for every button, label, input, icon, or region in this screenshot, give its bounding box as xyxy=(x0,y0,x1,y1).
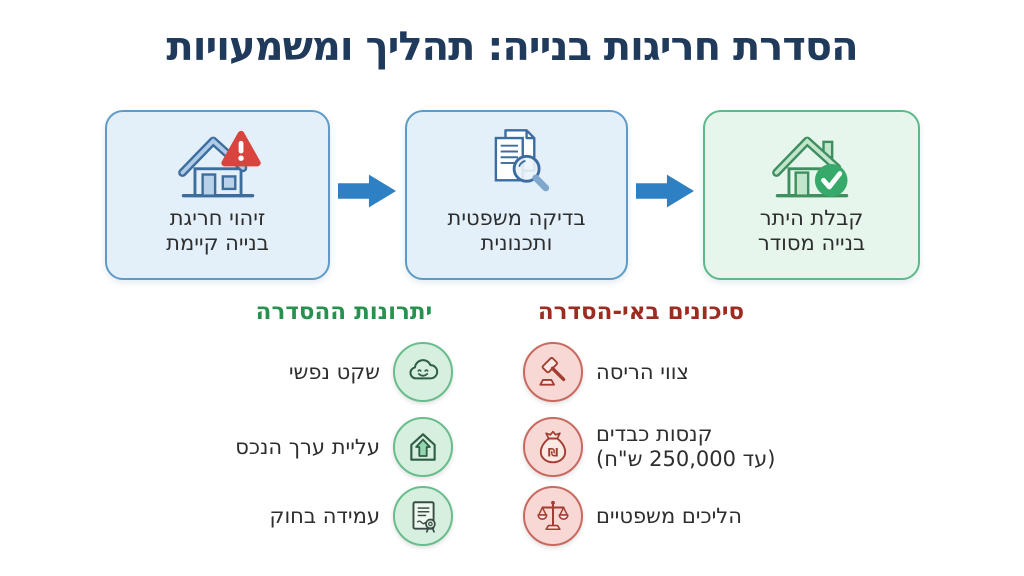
step-label-line1: קבלת היתר xyxy=(759,206,864,230)
risk-item-legal-proceedings: הליכים משפטיים xyxy=(523,486,742,546)
money-bag-icon: ₪ xyxy=(523,417,583,477)
risk-item-demolition-orders: צווי הריסה xyxy=(523,342,689,402)
benefits-header: יתרונות ההסדרה xyxy=(255,299,433,325)
page-title: הסדרת חריגות בנייה: תהליך ומשמעויות xyxy=(166,24,858,70)
certificate-icon xyxy=(393,486,453,546)
risk-label-line1: קנסות כבדים xyxy=(596,422,713,447)
risk-label: צווי הריסה xyxy=(596,359,689,384)
step-label-line1: בדיקה משפטית xyxy=(447,206,586,230)
step-label-line2: בנייה קיימת xyxy=(166,231,269,256)
house-value-up-icon xyxy=(393,417,453,477)
svg-text:₪: ₪ xyxy=(548,446,559,460)
flow-arrow-icon xyxy=(338,174,396,208)
house-warning-icon xyxy=(170,122,266,204)
cloud-smile-icon xyxy=(393,342,453,402)
benefit-label: שקט נפשי xyxy=(288,359,380,384)
step-label-line2: ותכנונית xyxy=(480,231,553,256)
house-approved-icon xyxy=(764,122,860,204)
step-legal-review: בדיקה משפטית ותכנונית xyxy=(405,110,628,280)
document-search-icon xyxy=(469,122,565,204)
step-label-line2: בנייה מסודר xyxy=(757,231,866,256)
risk-item-heavy-fines: ₪ קנסות כבדים (עד 250,000 ש"ח) xyxy=(523,417,775,477)
benefit-item-property-value: עליית ערך הנכס xyxy=(235,417,453,477)
step-permit-obtained: קבלת היתר בנייה מסודר xyxy=(703,110,920,280)
risks-header: סיכונים באי-הסדרה xyxy=(537,299,745,325)
benefit-label: עליית ערך הנכס xyxy=(235,434,380,459)
scales-icon xyxy=(523,486,583,546)
risk-label: הליכים משפטיים xyxy=(596,503,742,528)
benefit-item-peace-of-mind: שקט נפשי xyxy=(289,342,453,402)
benefit-item-law-compliance: עמידה בחוק xyxy=(270,486,453,546)
gavel-icon xyxy=(523,342,583,402)
benefit-label: עמידה בחוק xyxy=(269,503,380,528)
step-label-line1: זיהוי חריגת xyxy=(169,206,266,230)
step-identify-violation: זיהוי חריגת בנייה קיימת xyxy=(105,110,330,280)
flow-arrow-icon xyxy=(636,174,694,208)
risk-label-line2: (עד 250,000 ש"ח) xyxy=(596,447,776,471)
